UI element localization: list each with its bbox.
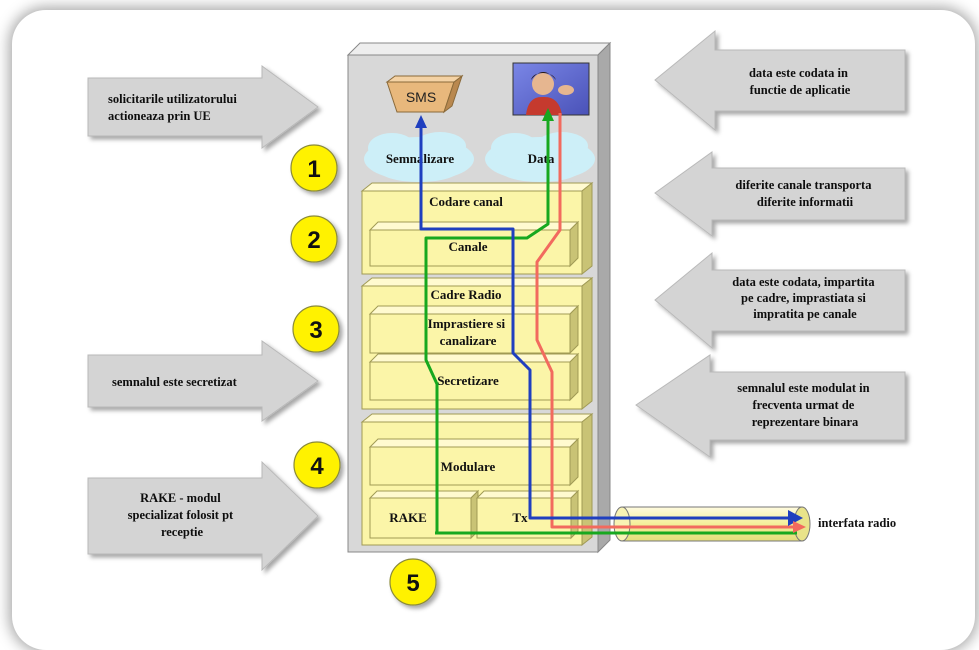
arrowhead-blue-up [415,115,427,128]
sms-icon: SMS [385,74,464,114]
step-circle-1: 1 [290,144,338,192]
line-red [535,113,800,529]
modulation-line-2: frecventa urmat de [753,398,855,412]
svg-text:semnalul este modulat in: semnalul este modulat in frecventa urmat… [737,381,872,429]
layer-radio-frames: Cadre Radio Imprastiere si canalizare Se… [360,276,594,411]
frames-line-2: pe cadre, imprastiata si [741,291,866,305]
user-request-line-2: actioneaza prin UE [108,109,211,123]
step-number-1: 1 [307,156,320,183]
channel-coding-label: Codare canal [429,194,503,209]
step-number-4: 4 [310,453,324,480]
svg-text:data este codata, impartita: data este codata, impartita pe cadre, im… [732,275,877,321]
step-circle-5: 5 [389,558,437,606]
user-photo-icon [512,62,590,116]
channels-label: Canale [449,239,488,254]
right-arrow-frames: data este codata, impartita pe cadre, im… [654,251,906,350]
box-spreading: Imprastiere si canalizare [368,304,580,355]
rake-line-2: specializat folosit pt [128,508,234,522]
arrowhead-blue-right [788,510,803,526]
signal-arrowheads [415,108,806,533]
step-circle-2: 2 [290,215,338,263]
radio-frames-label: Cadre Radio [431,287,502,302]
rake-line-1: RAKE - modul [140,491,221,505]
step-circle-4: 4 [293,441,341,489]
svg-text:data este codata in func: data este codata in functie de aplicatie [749,66,851,97]
signal-lines [419,113,800,535]
modulation-line-1: semnalul este modulat in [737,381,869,395]
box-modulation: Modulare [368,437,580,487]
user-request-line-1: solicitarile utilizatorului [108,92,237,106]
modulation-label: Modulare [441,459,496,474]
svg-text:RAKE - modul specializat: RAKE - modul specializat folosit pt rece… [128,491,237,539]
box-tx: Tx [475,489,580,540]
spreading-line-2: canalizare [440,333,497,348]
svg-text:diferite canale transporta: diferite canale transporta diferite info… [735,178,874,209]
radio-interface-pipe [613,506,811,542]
cloud-data: Data [485,132,595,182]
svg-text:Imprastiere si canaliz: Imprastiere si canalizare [428,316,509,348]
right-arrow-data-coded: data este codata in functie de aplicatie [654,29,906,132]
line-green-path [424,115,550,533]
frames-line-1: data este codata, impartita [732,275,875,289]
data-coded-line-2: functie de aplicatie [750,83,851,97]
arrowhead-red-right [793,521,806,533]
arrowhead-green-up [542,108,554,121]
encrypt-text: semnalul este secretizat [112,375,238,389]
layer-physical: Modulare RAKE Tx [360,412,594,547]
box-rake: RAKE [368,489,480,540]
modulation-line-3: reprezentare binara [752,415,859,429]
right-arrow-modulation: semnalul este modulat in frecventa urmat… [635,354,906,458]
left-arrow-encrypt: semnalul este secretizat [87,340,319,422]
rake-label: RAKE [389,510,427,525]
line-blue [419,125,795,520]
tx-label: Tx [512,510,528,525]
channels-line-1: diferite canale transporta [735,178,872,192]
spreading-line-1: Imprastiere si [428,316,506,331]
channels-line-2: diferite informatii [757,195,854,209]
cloud-signaling: Semnalizare [364,132,474,182]
svg-text:solicitarile utilizatorului: solicitarile utilizatorului actioneaza p… [108,92,240,123]
left-arrow-rake: RAKE - modul specializat folosit pt rece… [87,460,319,572]
step-number-3: 3 [309,317,322,344]
step-number-5: 5 [406,570,419,597]
right-arrow-channels: diferite canale transporta diferite info… [654,151,906,238]
frames-line-3: impratita pe canale [753,307,857,321]
step-circle-3: 3 [292,305,340,353]
data-coded-line-1: data este codata in [749,66,848,80]
left-arrow-user-request: solicitarile utilizatorului actioneaza p… [87,65,319,149]
protocol-stack-diagram: solicitarile utilizatorului actioneaza p… [87,29,906,606]
rake-line-3: receptie [161,525,204,539]
box-encryption: Secretizare [368,352,580,402]
encryption-label: Secretizare [437,373,499,388]
data-label: Data [528,151,555,166]
radio-interface-label: interfata radio [818,516,896,530]
sms-label: SMS [406,89,436,105]
step-number-2: 2 [307,227,320,254]
